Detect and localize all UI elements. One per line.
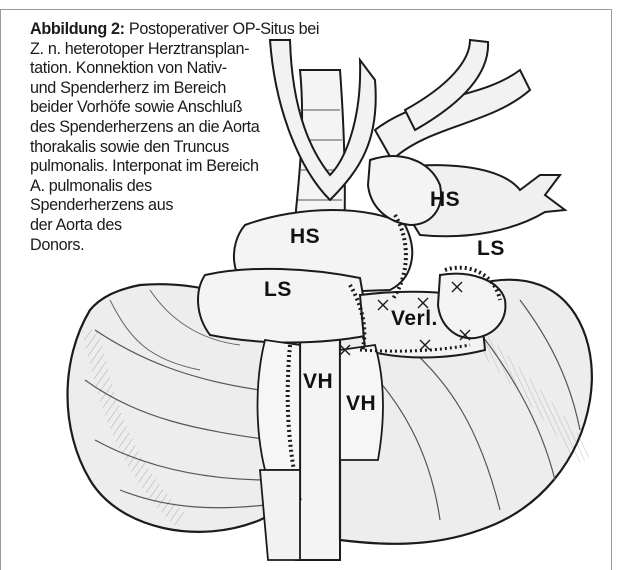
label-hs-left: HS	[290, 225, 320, 249]
label-vh-right: VH	[346, 392, 376, 416]
caption-line-3: tation. Konnektion von Nativ-	[30, 59, 390, 79]
caption-heading: Abbildung 2:	[30, 20, 125, 38]
caption-line-6: des Spenderherzens an die Aorta	[30, 118, 390, 138]
caption-line-9: A. pulmonalis des	[30, 177, 390, 197]
caption-line-10: Spenderherzens aus	[30, 196, 390, 216]
caption-line-4: und Spenderherz im Bereich	[30, 79, 390, 99]
label-vh-left: VH	[303, 370, 333, 394]
figure-caption: Abbildung 2: Postoperativer OP-Situs bei…	[30, 20, 390, 255]
label-ls-left: LS	[264, 278, 292, 302]
label-hs-upper: HS	[430, 188, 460, 212]
lower-vessel	[260, 470, 300, 560]
caption-line-12: Donors.	[30, 236, 390, 256]
caption-line-11: der Aorta des	[30, 216, 390, 236]
caption-line-1: Abbildung 2: Postoperativer OP-Situs bei	[30, 20, 390, 40]
caption-line-8: pulmonalis. Interponat im Bereich	[30, 157, 390, 177]
label-verl: Verl.	[391, 307, 438, 331]
label-ls-right: LS	[477, 237, 505, 261]
caption-line-7: thorakalis sowie den Truncus	[30, 138, 390, 158]
caption-line-5: beider Vorhöfe sowie Anschluß	[30, 98, 390, 118]
caption-line-2: Z. n. heterotoper Herztransplan-	[30, 40, 390, 60]
